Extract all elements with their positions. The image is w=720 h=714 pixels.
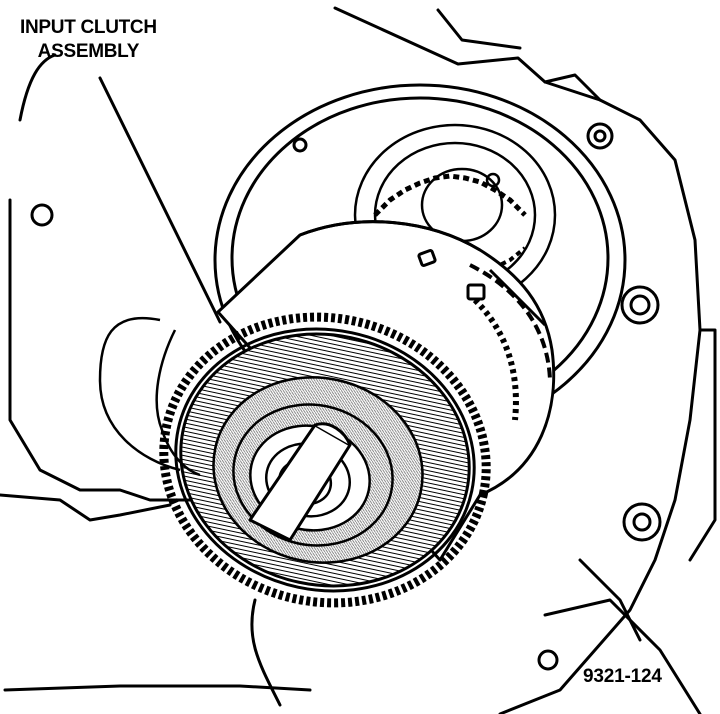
- callout-input-clutch-assembly: INPUT CLUTCH ASSEMBLY: [20, 16, 157, 64]
- callout-leader-line: [100, 78, 220, 322]
- transmission-case: [0, 8, 715, 714]
- drum-edge-tabs: [418, 250, 484, 299]
- callout-line-2: ASSEMBLY: [37, 41, 140, 62]
- callout-line-1: INPUT CLUTCH: [20, 17, 157, 38]
- figure-id: 9321-124: [583, 666, 662, 687]
- cable-left: [100, 318, 200, 475]
- case-bolt-bosses: [32, 124, 660, 669]
- clutch-drum-splines: [137, 287, 513, 632]
- input-shaft: [250, 424, 350, 540]
